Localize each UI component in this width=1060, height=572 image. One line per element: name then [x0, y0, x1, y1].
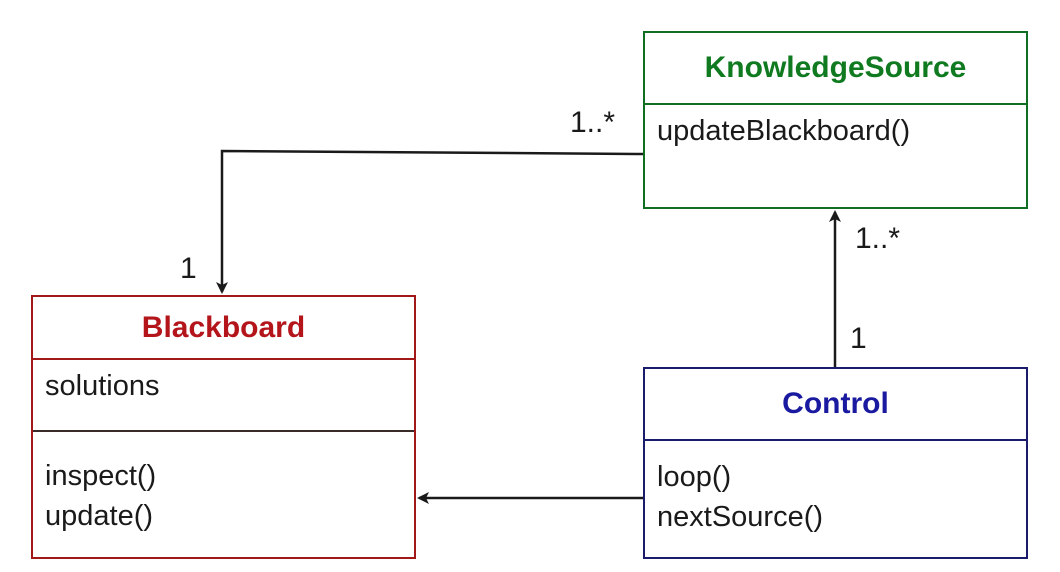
class-name-blackboard: Blackboard	[33, 297, 414, 360]
class-name-control: Control	[645, 369, 1026, 441]
class-blackboard[interactable]: Blackboard solutions inspect() update()	[31, 295, 416, 559]
methods-section: loop() nextSource()	[645, 441, 1026, 543]
class-knowledgesource[interactable]: KnowledgeSource updateBlackboard()	[643, 31, 1028, 209]
class-control[interactable]: Control loop() nextSource()	[643, 367, 1028, 559]
method-loop: loop()	[657, 461, 732, 493]
method-nextsource: nextSource()	[657, 501, 824, 533]
multiplicity-control-end: 1	[850, 322, 867, 355]
method-update: update()	[45, 500, 154, 532]
attribute-solutions: solutions	[45, 370, 160, 402]
multiplicity-knowledgesource-end-control: 1..*	[855, 222, 901, 255]
method-updateblackboard: updateBlackboard()	[657, 115, 911, 147]
association-knowledgesource-blackboard	[216, 149, 644, 294]
class-name-knowledgesource: KnowledgeSource	[645, 33, 1026, 105]
methods-section: inspect() update()	[33, 432, 414, 542]
method-inspect: inspect()	[45, 460, 157, 492]
multiplicity-blackboard-end: 1	[180, 252, 197, 285]
attributes-section: solutions	[33, 360, 414, 432]
multiplicity-knowledgesource-end: 1..*	[570, 106, 616, 139]
methods-section: updateBlackboard()	[645, 105, 1026, 157]
